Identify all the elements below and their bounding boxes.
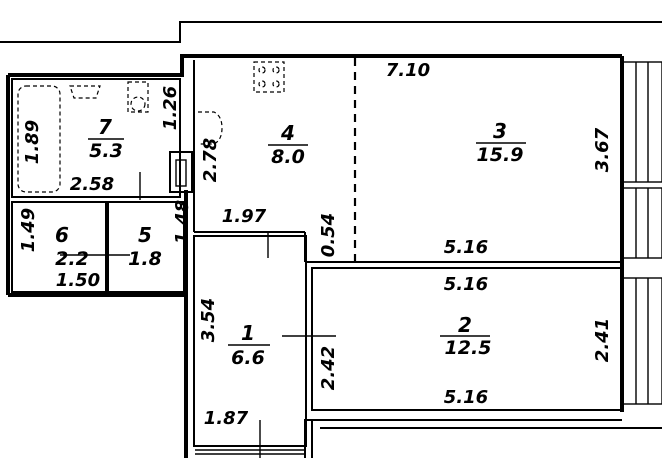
dim-1-49: 1.49 [18, 208, 39, 252]
dim-2-78: 2.78 [200, 138, 221, 182]
sink-icon [69, 85, 101, 99]
room-5 [107, 201, 185, 293]
toilet-icon [127, 81, 149, 113]
dim-1-48: 1.48 [172, 200, 193, 244]
room-label-6: 6 2.2 [55, 223, 89, 270]
room-label-7: 7 5.3 [88, 115, 124, 162]
ventilation-shaft [169, 151, 193, 193]
room-number: 5 [138, 223, 152, 247]
room-label-3: 3 15.9 [476, 119, 526, 166]
door-bottom [195, 420, 662, 458]
dim-3-67: 3.67 [592, 127, 613, 172]
room-number: 7 [98, 115, 112, 139]
room-number: 6 [55, 223, 69, 247]
room-area: 8.0 [271, 146, 305, 168]
room-label-1: 1 6.6 [228, 321, 270, 369]
room-1 [193, 235, 336, 458]
dim-1-50: 1.50 [56, 270, 100, 291]
room-number: 4 [280, 121, 295, 145]
room-area: 1.8 [128, 248, 162, 270]
dim-3-54: 3.54 [198, 298, 219, 342]
dim-2-41: 2.41 [592, 318, 613, 362]
dim-0-54: 0.54 [318, 213, 339, 257]
window-right-2 [621, 187, 662, 259]
dim-7-10: 7.10 [386, 60, 430, 81]
dim-1-26: 1.26 [160, 86, 181, 130]
stove-icon [253, 61, 285, 93]
dimension-labels: 7.10 3.67 5.16 5.16 5.16 2.41 2.42 0.54 … [18, 60, 613, 429]
dim-2-58: 2.58 [70, 174, 114, 195]
room-number: 2 [458, 313, 472, 337]
room-label-5: 5 1.8 [128, 223, 162, 270]
window-right-3 [621, 277, 662, 405]
room-area: 12.5 [445, 337, 492, 359]
fridge-icon [198, 111, 223, 145]
room-area: 15.9 [477, 144, 524, 166]
room-2 [311, 267, 623, 411]
dim-5-16-room3: 5.16 [444, 237, 488, 258]
room-area: 2.2 [55, 248, 89, 270]
room-label-2: 2 12.5 [445, 313, 492, 359]
room-area: 5.3 [89, 140, 123, 162]
room-7-bathroom [11, 78, 181, 200]
room-number: 1 [241, 321, 255, 345]
dim-2-42: 2.42 [318, 346, 339, 390]
dim-1-97: 1.97 [222, 206, 267, 227]
dim-1-89: 1.89 [22, 120, 43, 164]
room-6 [11, 201, 130, 293]
window-right-1 [621, 61, 662, 183]
dim-1-87: 1.87 [204, 408, 249, 429]
dim-5-16-room2-bottom: 5.16 [444, 387, 488, 408]
dim-5-16-room2-top: 5.16 [444, 274, 488, 295]
room-label-4: 4 8.0 [268, 121, 308, 168]
room-number: 3 [493, 119, 507, 143]
room-4-hallway [193, 58, 357, 262]
room-area: 6.6 [231, 347, 265, 369]
